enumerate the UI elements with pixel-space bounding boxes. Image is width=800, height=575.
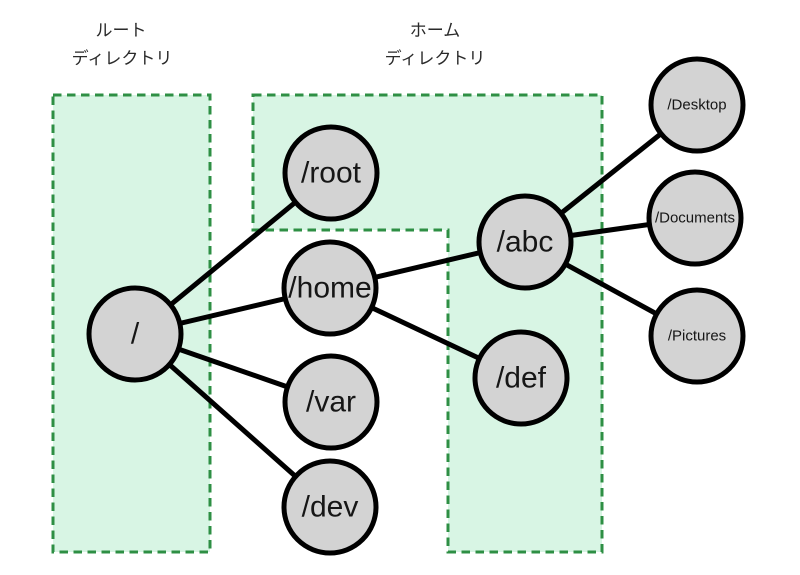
- node-root: /root: [282, 124, 380, 222]
- node-pictures: /Pictures: [648, 287, 746, 385]
- node-slash: /: [86, 285, 184, 383]
- node-def-label: /def: [496, 362, 547, 395]
- node-abc: /abc: [476, 193, 574, 291]
- node-def: /def: [472, 329, 570, 427]
- home-directory-label-line1: ホーム: [410, 21, 461, 40]
- node-documents-circle: [646, 169, 744, 267]
- node-var-label: /var: [306, 386, 356, 419]
- node-dev-circle: [281, 458, 379, 556]
- node-var-circle: [282, 353, 380, 451]
- node-desktop-circle: [648, 56, 746, 154]
- node-pictures-circle: [648, 287, 746, 385]
- node-home-label: /home: [288, 272, 371, 305]
- node-var: /var: [282, 353, 380, 451]
- node-home: /home: [281, 239, 379, 337]
- root-directory-label-line1: ルート: [96, 21, 147, 40]
- node-dev-label: /dev: [302, 491, 359, 524]
- node-desktop: /Desktop: [648, 56, 746, 154]
- node-abc-label: /abc: [497, 226, 554, 259]
- node-pictures-label: /Pictures: [668, 328, 726, 345]
- node-home-circle: [281, 239, 379, 337]
- node-root-circle: [282, 124, 380, 222]
- home-directory-label-line2: ディレクトリ: [385, 48, 486, 68]
- root-directory-label-line2: ディレクトリ: [72, 48, 173, 68]
- node-desktop-label: /Desktop: [667, 97, 726, 114]
- root-directory-label: ルート ディレクトリ: [72, 21, 173, 68]
- node-def-circle: [472, 329, 570, 427]
- node-dev: /dev: [281, 458, 379, 556]
- node-abc-circle: [476, 193, 574, 291]
- home-directory-label: ホーム ディレクトリ: [385, 21, 486, 68]
- node-slash-circle: [86, 285, 184, 383]
- node-documents: /Documents: [646, 169, 744, 267]
- node-root-label: /root: [301, 157, 362, 190]
- node-documents-label: /Documents: [655, 210, 735, 227]
- node-slash-label: /: [131, 318, 140, 351]
